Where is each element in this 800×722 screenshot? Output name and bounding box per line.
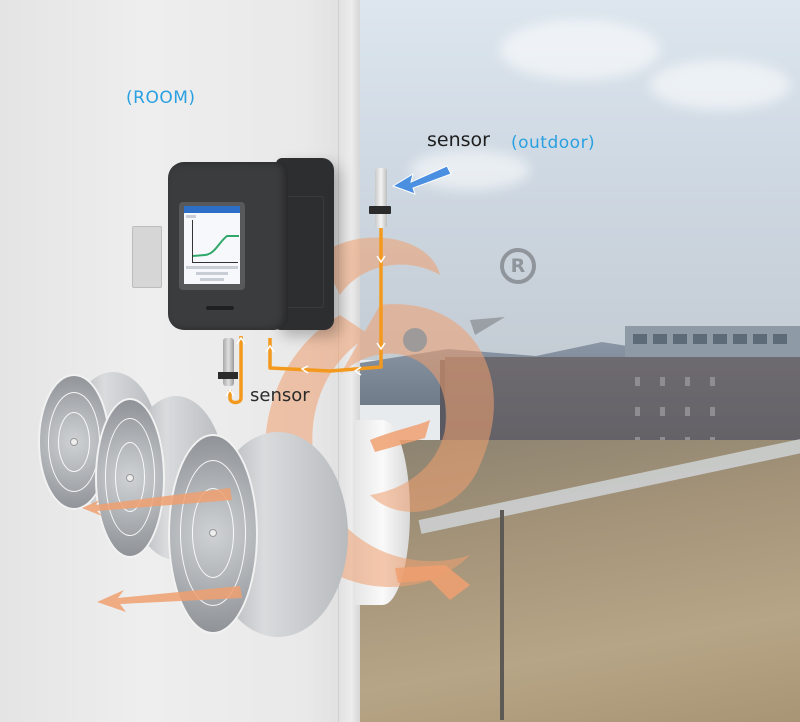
ground-terrain	[360, 440, 800, 722]
mounting-bracket	[132, 226, 162, 288]
chart-y-axis	[192, 220, 193, 262]
controller-vent-slot	[206, 306, 234, 310]
controller-screen[interactable]	[184, 206, 240, 284]
temperature-curve	[193, 235, 239, 257]
outdoor-label: (outdoor)	[511, 133, 596, 153]
registered-trademark-icon: R	[500, 248, 536, 284]
utility-pole	[500, 510, 504, 720]
exhaust-fan-3	[168, 432, 348, 637]
exterior-fan-housing	[355, 420, 410, 605]
room-label: (ROOM)	[126, 88, 196, 108]
indoor-sensor-clip	[218, 372, 238, 379]
outdoor-sensor-label: sensor	[427, 129, 490, 151]
chart-x-axis	[192, 262, 238, 263]
pointer-arrow-icon	[391, 165, 452, 195]
outdoor-sensor-clip	[369, 206, 391, 214]
indoor-sensor-label: sensor	[250, 385, 310, 406]
screen-tab-bar	[184, 206, 240, 213]
climate-controller	[168, 158, 334, 330]
